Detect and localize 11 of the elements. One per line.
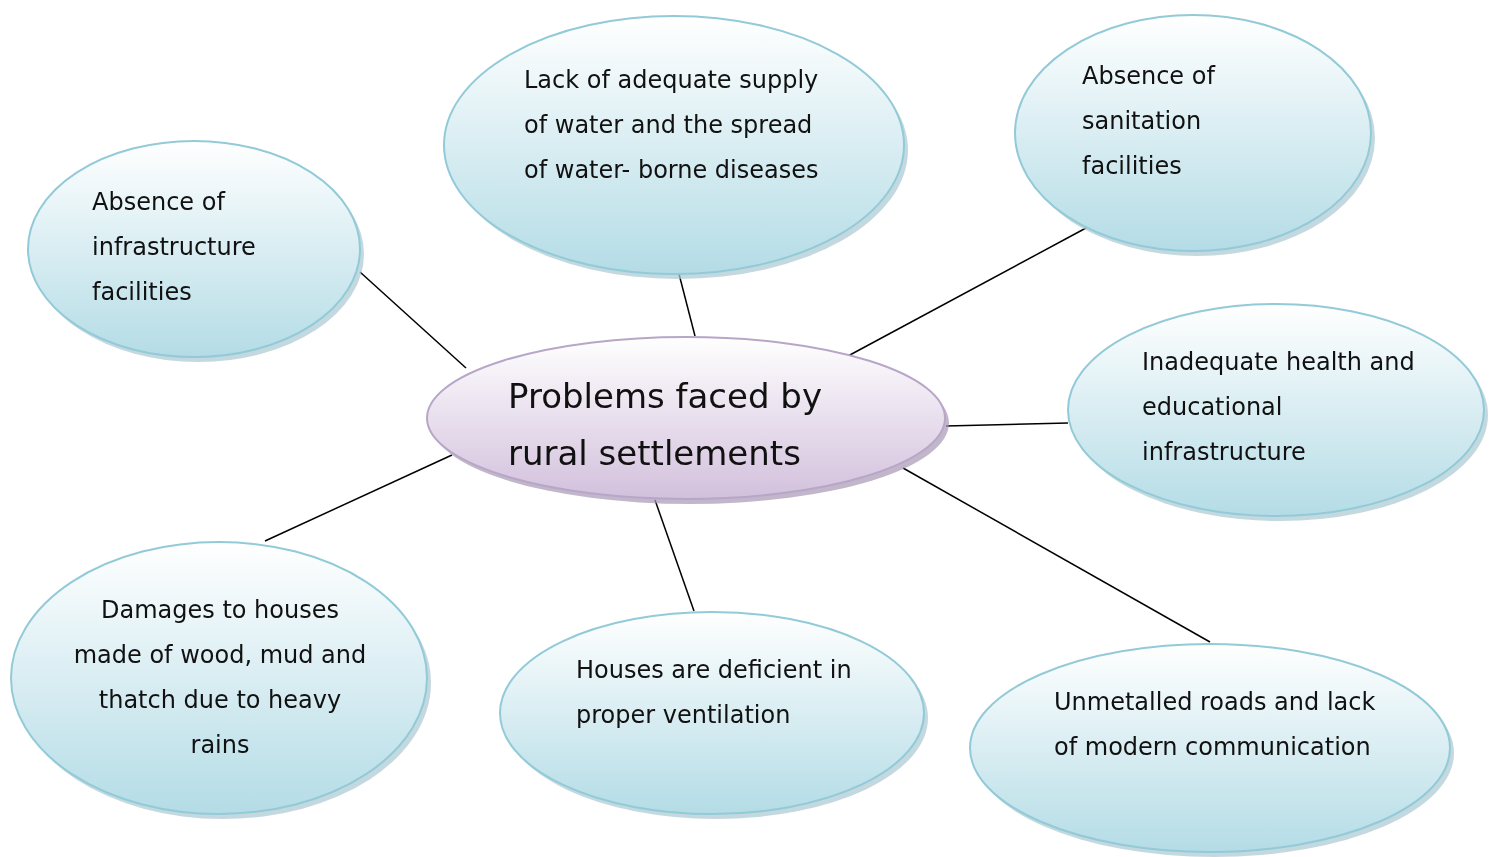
problem-text: Damages to houses made of wood, mud and thatch due to heavy rains xyxy=(72,595,368,761)
problem-text: Absence of infrastructure facilities xyxy=(92,187,257,308)
problem-text: Lack of adequate supply of water and the spread of water- borne diseases xyxy=(524,65,820,186)
central-topic-text: Problems faced by rural settlements xyxy=(508,375,824,475)
connector-line xyxy=(359,271,467,369)
problem-text: Absence of sanitation facilities xyxy=(1082,61,1217,182)
problem-text: Houses are deficient in proper ventilation xyxy=(576,655,853,731)
problem-text: Inadequate health and educational infrastructure xyxy=(1142,347,1416,468)
connector-line xyxy=(902,467,1211,643)
problem-text: Unmetalled roads and lack of modern communication xyxy=(1054,687,1377,763)
connector-line xyxy=(264,454,453,542)
